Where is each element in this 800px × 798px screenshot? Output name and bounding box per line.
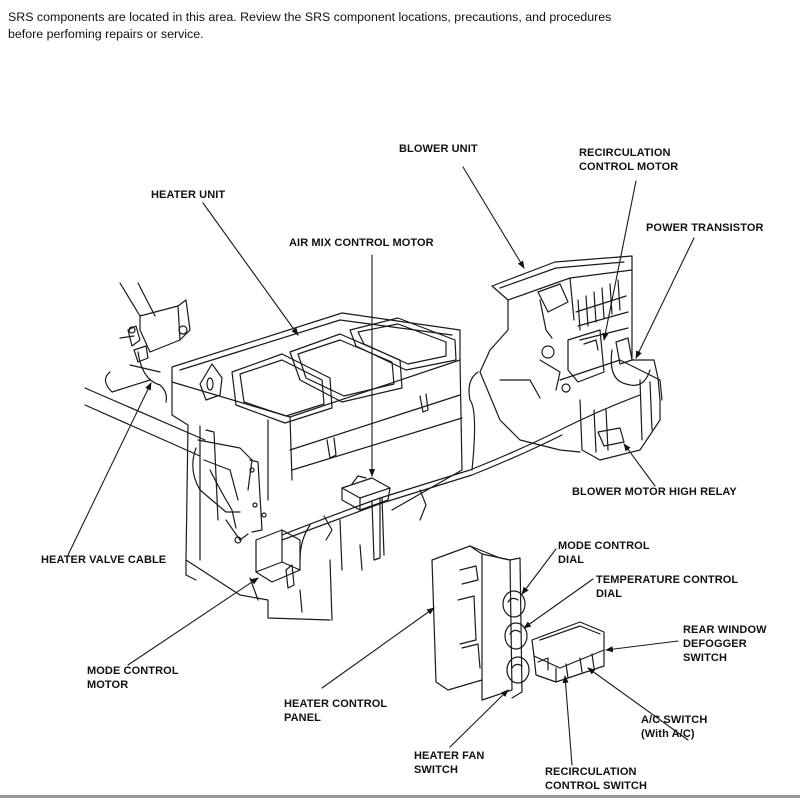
label-recirculation-control-switch: RECIRCULATION CONTROL SWITCH [545, 765, 647, 793]
bottom-divider [0, 795, 800, 798]
label-text: POWER TRANSISTOR [646, 222, 764, 234]
label-text: RECIRCULATION [579, 147, 671, 159]
leader-heater-fan [449, 689, 509, 748]
label-text: MOTOR [87, 679, 129, 691]
leader-temp-dial [523, 578, 594, 629]
label-text: TEMPERATURE CONTROL [596, 574, 739, 586]
srs-notice-line-1: SRS components are located in this area.… [8, 10, 612, 24]
label-text: PANEL [284, 712, 321, 724]
label-text: HEATER UNIT [151, 189, 226, 201]
leader-recirc-motor [602, 180, 637, 341]
leader-blower-relay [623, 443, 656, 487]
label-heater-control-panel: HEATER CONTROL PANEL [284, 697, 387, 725]
mode-control-motor-part [255, 529, 301, 589]
label-blower-unit: BLOWER UNIT [399, 142, 478, 156]
srs-notice-line-2: before perfoming repairs or service. [8, 27, 204, 41]
label-mode-control-motor: MODE CONTROL MOTOR [87, 664, 179, 692]
leader-heater-valve [67, 382, 152, 556]
label-text: MODE CONTROL [87, 665, 179, 677]
label-text: HEATER VALVE CABLE [41, 554, 167, 566]
label-ac-switch: A/C SWITCH (With A/C) [641, 713, 707, 741]
label-text: AIR MIX CONTROL MOTOR [289, 237, 434, 249]
label-text: DEFOGGER [683, 638, 747, 650]
label-power-transistor: POWER TRANSISTOR [646, 221, 764, 235]
label-heater-valve-cable: HEATER VALVE CABLE [41, 553, 166, 567]
label-text: SWITCH [683, 652, 727, 664]
heater-valve-bracket [119, 282, 191, 403]
leader-mode-control-motor [127, 577, 259, 666]
label-heater-fan-switch: HEATER FAN SWITCH [414, 749, 484, 777]
leader-blower-unit [462, 166, 525, 269]
heater-pipes [84, 364, 206, 457]
label-text: CONTROL SWITCH [545, 780, 648, 792]
label-air-mix-control-motor: AIR MIX CONTROL MOTOR [289, 236, 434, 250]
leader-ac-switch [587, 667, 689, 741]
heater-unit-housing [171, 312, 463, 621]
label-text: CONTROL MOTOR [579, 161, 679, 173]
label-text: (With A/C) [641, 728, 695, 740]
leader-heater-unit [202, 202, 299, 336]
label-text: HEATER CONTROL [284, 698, 388, 710]
leader-rear-defogger [605, 640, 679, 653]
srs-notice: SRS components are located in this area.… [8, 9, 708, 43]
label-heater-unit: HEATER UNIT [151, 188, 225, 202]
label-text: DIAL [558, 554, 585, 566]
label-mode-control-dial: MODE CONTROL DIAL [558, 539, 650, 567]
leader-power-transistor [635, 237, 695, 359]
leader-mode-control-dial [521, 548, 557, 595]
leader-recirc-switch [562, 675, 573, 766]
label-text: DIAL [596, 588, 623, 600]
label-text: BLOWER MOTOR HIGH RELAY [572, 486, 737, 498]
label-text: REAR WINDOW [683, 624, 767, 636]
label-text: MODE CONTROL [558, 540, 650, 552]
label-recirculation-control-motor: RECIRCULATION CONTROL MOTOR [579, 146, 678, 174]
heater-control-panel-part [431, 545, 530, 701]
label-text: RECIRCULATION [545, 766, 637, 778]
label-text: SWITCH [414, 764, 458, 776]
blower-unit-housing [479, 255, 663, 461]
label-text: A/C SWITCH [641, 714, 708, 726]
air-mix-control-motor-part [341, 475, 391, 561]
label-blower-motor-high-relay: BLOWER MOTOR HIGH RELAY [572, 485, 737, 499]
switch-block-part [531, 621, 605, 683]
label-text: HEATER FAN [414, 750, 485, 762]
leader-heater-control-panel [321, 607, 435, 689]
label-temperature-control-dial: TEMPERATURE CONTROL DIAL [596, 573, 738, 601]
label-rear-window-defogger-switch: REAR WINDOW DEFOGGER SWITCH [683, 623, 767, 665]
leader-lines [67, 166, 695, 766]
label-text: BLOWER UNIT [399, 143, 478, 155]
